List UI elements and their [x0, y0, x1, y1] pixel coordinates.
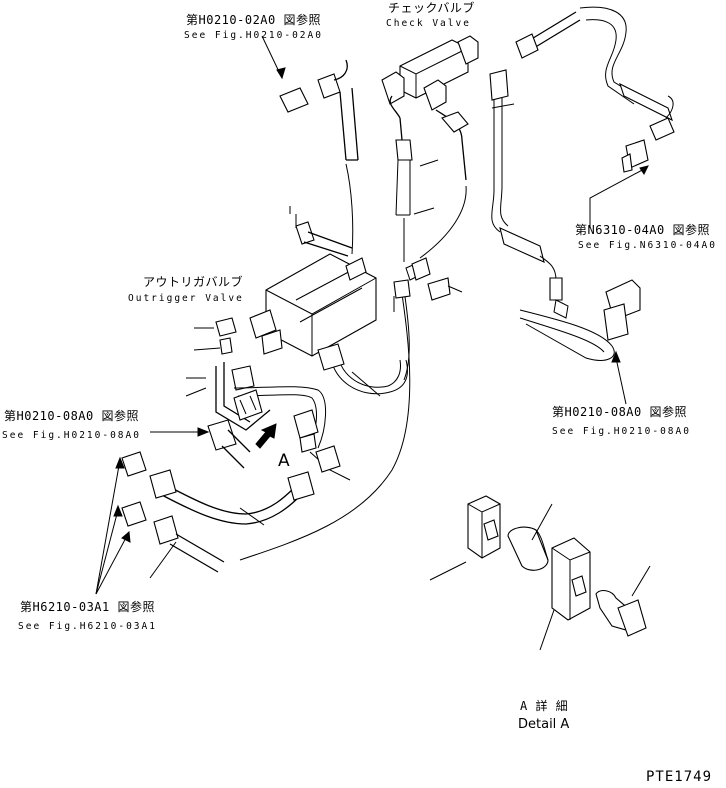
detail-a-jp: A 詳 細 [520, 699, 569, 713]
ref-mid-right-jp: 第H0210-08A0 図参照 [552, 405, 687, 419]
top-left-elbow [279, 59, 359, 255]
ref-mid-right-en: See Fig.H0210-08A0 [552, 426, 691, 437]
check-valve-drawing [381, 35, 479, 216]
outrigger-valve-drawing [249, 214, 377, 357]
outrigger-valve-en: Outrigger Valve [128, 293, 244, 304]
small-fittings [186, 317, 255, 469]
ref-mid-left-jp: 第H0210-08A0 図参照 [4, 409, 139, 423]
detail-a-drawing [429, 495, 651, 651]
ref-top-left-jp: 第H0210-02A0 図参照 [186, 13, 321, 27]
ref-top-right-en: See Fig.N6310-04A0 [578, 240, 717, 251]
ref-top-left-en: See Fig.H0210-02A0 [184, 30, 323, 41]
drawing-code: PTE1749 [646, 769, 713, 785]
check-valve-en: Check Valve [386, 18, 471, 29]
central-tubes [215, 185, 467, 561]
ref-mid-left-en: See Fig.H0210-08A0 [2, 430, 141, 441]
ref-top-right-jp: 第N6310-04A0 図参照 [575, 223, 710, 237]
right-clamp-pipe [519, 279, 641, 361]
check-valve-jp: チェックバルブ [388, 1, 475, 15]
view-a-arrow [255, 423, 277, 449]
outrigger-valve-jp: アウトリガバルブ [143, 275, 244, 289]
detail-a-en: Detail A [518, 717, 570, 732]
ref-bottom-left-en: See Fig.H6210-03A1 [18, 621, 157, 632]
ref-bottom-left-jp: 第H6210-03A1 図参照 [20, 600, 155, 614]
detail-a-marker: A [278, 451, 290, 471]
upper-right-piping [489, 6, 675, 301]
leader-lines [95, 35, 649, 595]
lower-hoses [121, 445, 351, 573]
